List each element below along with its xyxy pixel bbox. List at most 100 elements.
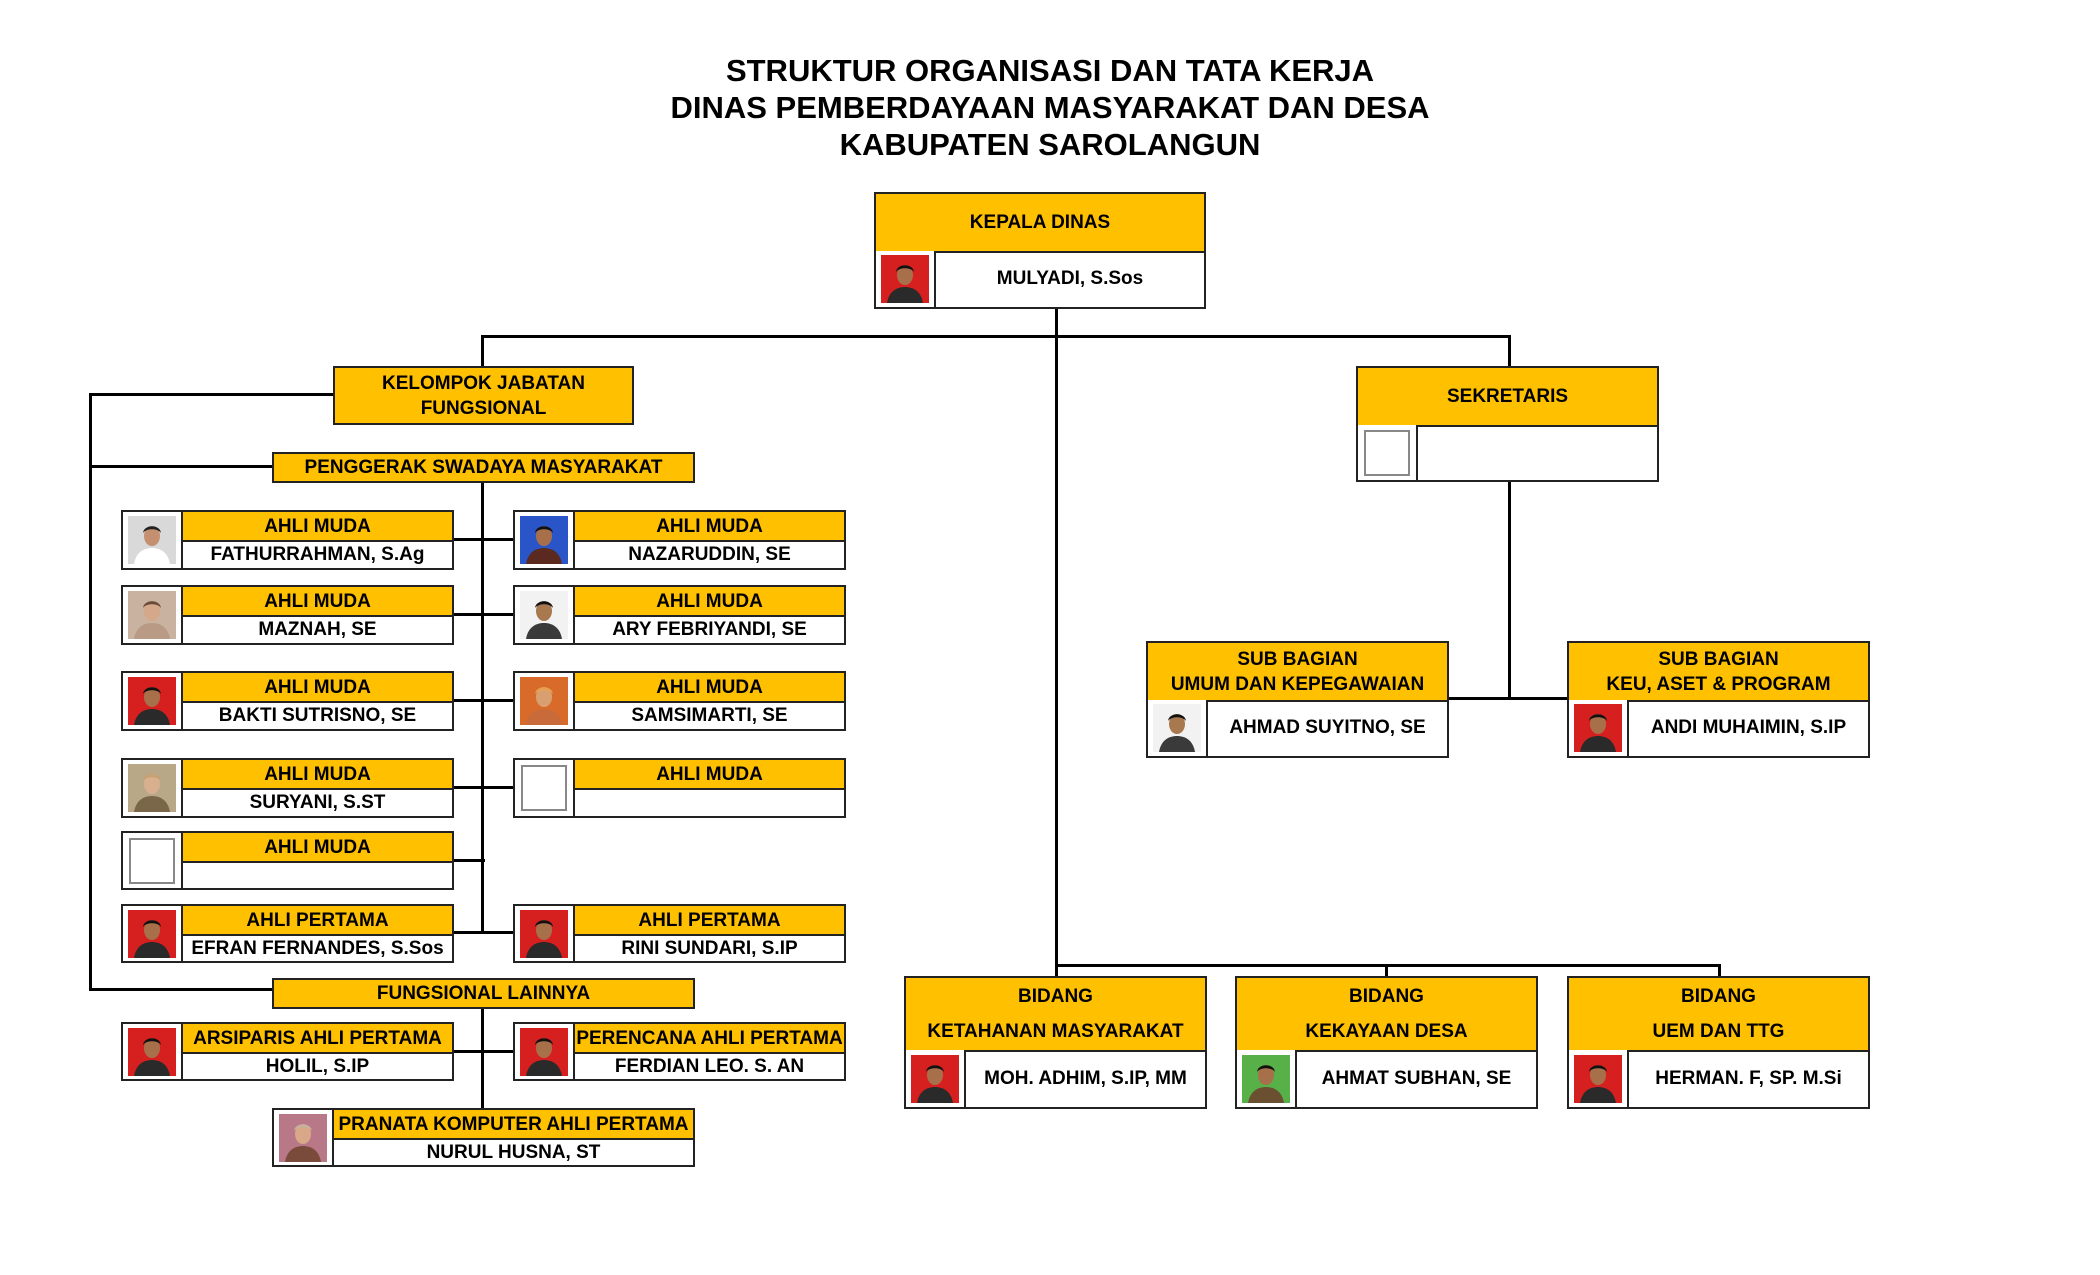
portrait-icon — [520, 516, 568, 564]
kelompok-line2: FUNGSIONAL — [420, 397, 547, 419]
connector — [451, 786, 515, 789]
subbagian-name: AHMAD SUYITNO, SE — [1229, 717, 1426, 738]
portrait-icon — [520, 591, 568, 639]
bidang-line1: BIDANG — [1018, 986, 1093, 1007]
staff-name: FATHURRAHMAN, S.Ag — [210, 544, 425, 565]
staff-title: AHLI MUDA — [183, 673, 452, 703]
connector — [451, 538, 515, 541]
fungsional-lainnya-label: FUNGSIONAL LAINNYA — [272, 978, 695, 1009]
sekretaris-box: SEKRETARIS — [1356, 366, 1659, 482]
connector — [451, 699, 515, 702]
portrait-icon — [1153, 704, 1201, 752]
penggerak-swadaya-label: PENGGERAK SWADAYA MASYARAKAT — [272, 452, 695, 483]
staff-name — [575, 790, 844, 816]
kelompok-line1: KELOMPOK JABATAN — [381, 372, 586, 394]
bidang-card: BIDANG KETAHANAN MASYARAKAT MOH. ADHIM, … — [904, 976, 1207, 1109]
avatar — [515, 512, 575, 568]
staff-card: AHLI MUDA FATHURRAHMAN, S.Ag — [121, 510, 454, 570]
staff-card: AHLI MUDA MAZNAH, SE — [121, 585, 454, 645]
chart-title-line3: KABUPATEN SAROLANGUN — [839, 127, 1261, 162]
subbagian-line1: SUB BAGIAN — [1237, 648, 1358, 670]
portrait-icon — [1574, 1054, 1622, 1103]
staff-card: AHLI PERTAMA EFRAN FERNANDES, S.Sos — [121, 904, 454, 963]
connector — [89, 393, 92, 991]
avatar — [515, 1024, 575, 1079]
portrait-icon — [128, 909, 176, 958]
staff-card: PRANATA KOMPUTER AHLI PERTAMA NURUL HUSN… — [272, 1108, 695, 1167]
staff-name: BAKTI SUTRISNO, SE — [218, 705, 417, 726]
staff-card: PERENCANA AHLI PERTAMA FERDIAN LEO. S. A… — [513, 1022, 846, 1081]
avatar — [123, 587, 183, 643]
connector — [89, 393, 333, 396]
avatar — [123, 1024, 183, 1079]
staff-title: PRANATA KOMPUTER AHLI PERTAMA — [334, 1110, 693, 1140]
empty-photo-frame — [521, 765, 567, 811]
staff-card: AHLI MUDA — [513, 758, 846, 818]
subbagian-line2: UMUM DAN KEPEGAWAIAN — [1170, 673, 1425, 695]
bidang-name: HERMAN. F, SP. M.Si — [1655, 1067, 1842, 1089]
portrait-icon — [128, 516, 176, 564]
connector — [1508, 481, 1511, 699]
staff-name — [183, 863, 452, 888]
avatar — [123, 760, 183, 816]
portrait-icon — [279, 1113, 327, 1162]
empty-photo-frame — [129, 837, 175, 884]
avatar — [1237, 1050, 1297, 1107]
subbagian-line1: SUB BAGIAN — [1658, 648, 1779, 670]
bidang-line1: BIDANG — [1681, 986, 1756, 1007]
avatar — [876, 251, 936, 307]
bidang-card: BIDANG KEKAYAAN DESA AHMAT SUBHAN, SE — [1235, 976, 1538, 1109]
subbagian-name: ANDI MUHAIMIN, S.IP — [1650, 717, 1847, 738]
staff-name: SAMSIMARTI, SE — [631, 705, 788, 726]
staff-name: ARY FEBRIYANDI, SE — [612, 619, 807, 640]
avatar — [515, 760, 575, 816]
avatar — [123, 512, 183, 568]
portrait-icon — [128, 677, 176, 725]
avatar — [906, 1050, 966, 1107]
staff-name: NURUL HUSNA, ST — [426, 1141, 601, 1163]
portrait-icon — [881, 255, 929, 303]
connector — [451, 859, 485, 862]
connector — [1055, 308, 1058, 968]
bidang-name: AHMAT SUBHAN, SE — [1321, 1067, 1512, 1089]
staff-title: AHLI PERTAMA — [183, 906, 452, 936]
avatar — [123, 833, 183, 888]
staff-card: AHLI MUDA SURYANI, S.ST — [121, 758, 454, 818]
connector — [451, 613, 515, 616]
staff-title: AHLI MUDA — [575, 760, 844, 790]
staff-card: AHLI MUDA NAZARUDDIN, SE — [513, 510, 846, 570]
staff-name: MAZNAH, SE — [258, 619, 377, 640]
staff-title: AHLI PERTAMA — [575, 906, 844, 936]
staff-name: FERDIAN LEO. S. AN — [614, 1055, 805, 1077]
staff-title: AHLI MUDA — [183, 512, 452, 542]
avatar — [515, 673, 575, 729]
bidang-name: MOH. ADHIM, S.IP, MM — [984, 1067, 1187, 1089]
avatar — [123, 906, 183, 961]
staff-name: SURYANI, S.ST — [249, 792, 386, 813]
connector — [481, 335, 1511, 338]
staff-card: AHLI MUDA — [121, 831, 454, 890]
avatar — [123, 673, 183, 729]
connector — [481, 1008, 484, 1108]
subbagian-line2: KEU, ASET & PROGRAM — [1606, 673, 1831, 695]
staff-name: NAZARUDDIN, SE — [628, 544, 791, 565]
staff-title: AHLI MUDA — [575, 587, 844, 617]
connector — [481, 481, 484, 934]
sekretaris-name — [1418, 425, 1657, 480]
portrait-icon — [1574, 704, 1622, 752]
kepala-dinas-title: KEPALA DINAS — [969, 212, 1111, 233]
staff-card: AHLI PERTAMA RINI SUNDARI, S.IP — [513, 904, 846, 963]
portrait-icon — [520, 909, 568, 958]
staff-title: AHLI MUDA — [183, 760, 452, 790]
portrait-icon — [520, 677, 568, 725]
staff-title: AHLI MUDA — [575, 673, 844, 703]
avatar — [1569, 700, 1629, 756]
connector — [1508, 335, 1511, 367]
avatar — [1148, 700, 1208, 756]
staff-card: ARSIPARIS AHLI PERTAMA HOLIL, S.IP — [121, 1022, 454, 1081]
staff-title: ARSIPARIS AHLI PERTAMA — [183, 1024, 452, 1054]
avatar — [515, 906, 575, 961]
portrait-icon — [520, 1027, 568, 1076]
connector — [1055, 964, 1721, 967]
